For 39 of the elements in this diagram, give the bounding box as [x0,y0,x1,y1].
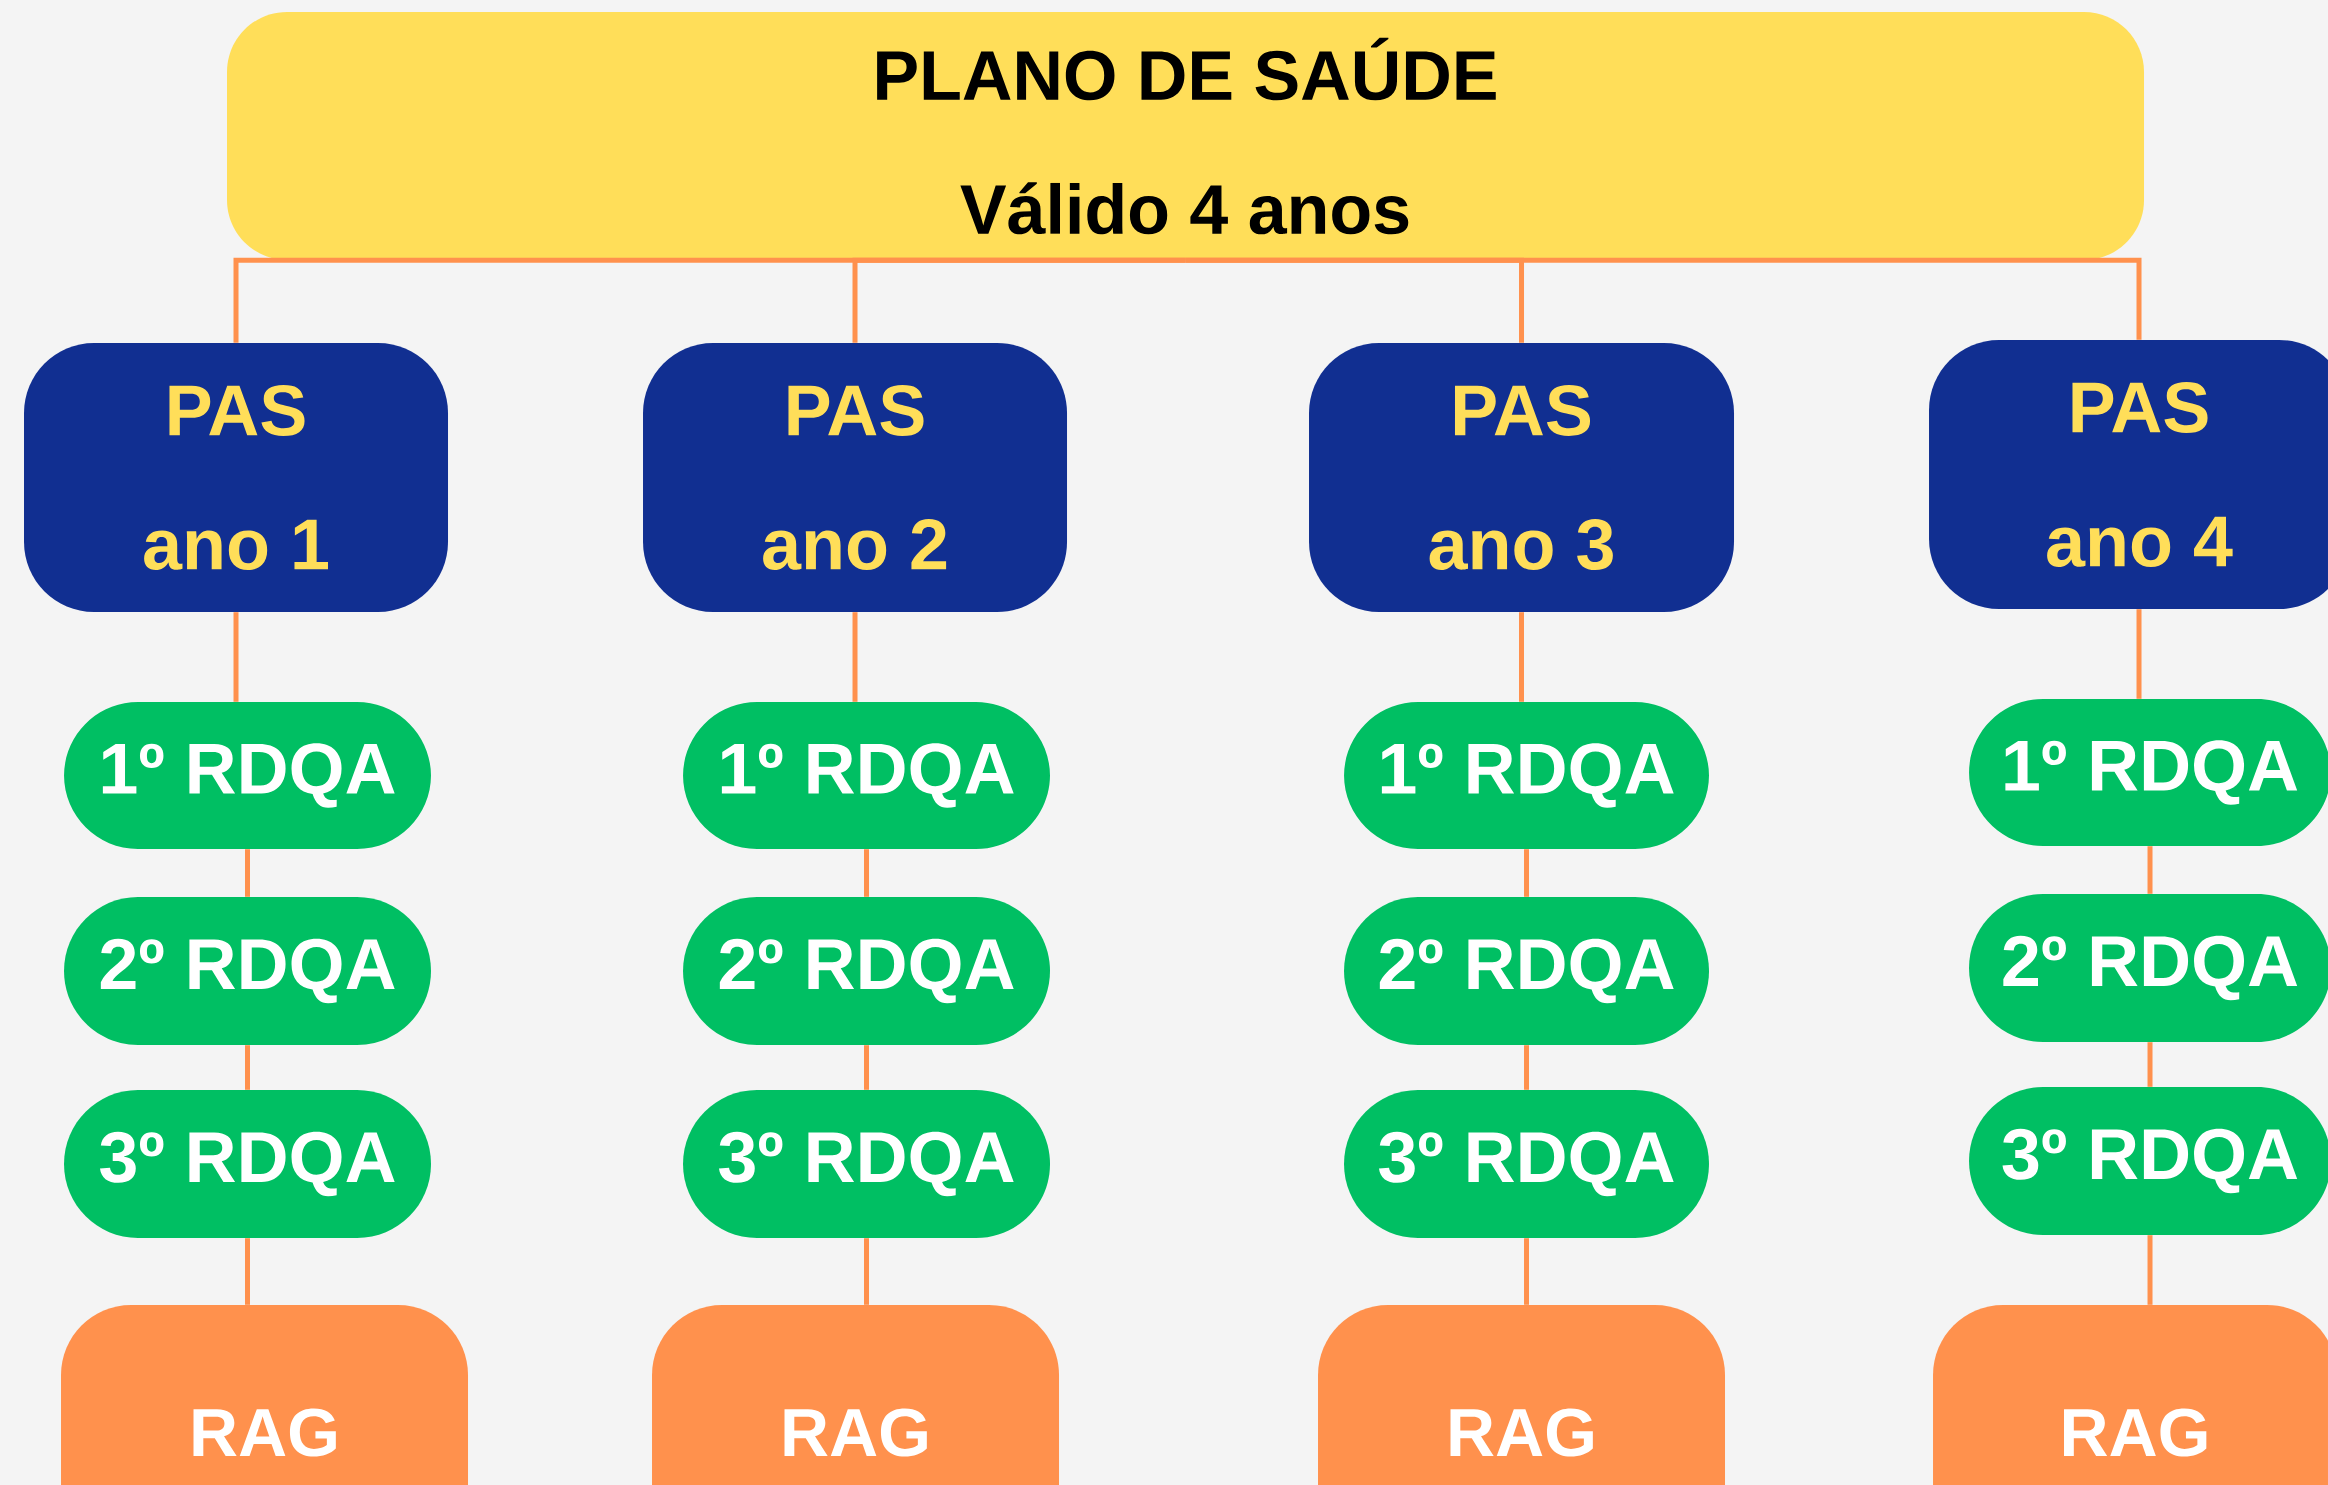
connector-line [1524,1045,1529,1090]
report-box: RAG [652,1305,1059,1485]
report-pill: 2º RDQA [1344,897,1709,1045]
connector-line [852,257,1186,343]
connector-line [864,1045,869,1090]
report-pill: 1º RDQA [64,702,431,849]
connector-line [864,849,869,897]
report-pill: 3º RDQA [683,1090,1050,1238]
report-box: RAG [1318,1305,1725,1485]
connector-line [2147,1235,2153,1305]
connector-line [2147,846,2153,894]
connector-line [2136,609,2142,699]
connector-line [1524,849,1529,897]
connector-line [1524,1238,1529,1305]
report-pill: 2º RDQA [64,897,431,1045]
connector-line [245,1045,250,1090]
report-pill: 1º RDQA [683,702,1050,849]
connector-line [2147,1042,2153,1087]
connector-line [852,612,858,702]
report-pill: 2º RDQA [1969,894,2328,1042]
connector-line [233,612,239,702]
connector-line [245,1238,250,1305]
year-box: PAS ano 3 [1309,343,1734,612]
report-pill: 2º RDQA [683,897,1050,1045]
report-box: RAG [61,1305,468,1485]
report-pill: 3º RDQA [1969,1087,2328,1235]
header-box: PLANO DE SAÚDE Válido 4 anos [227,12,2144,260]
year-box: PAS ano 4 [1929,340,2328,609]
report-pill: 1º RDQA [1344,702,1709,849]
report-pill: 3º RDQA [64,1090,431,1238]
year-box: PAS ano 1 [24,343,448,612]
connector-line [1185,257,2142,340]
report-pill: 3º RDQA [1344,1090,1709,1238]
connector-line [245,849,250,897]
report-box: RAG [1933,1305,2328,1485]
year-box: PAS ano 2 [643,343,1067,612]
connector-line [864,1238,869,1305]
report-pill: 1º RDQA [1969,699,2328,846]
connector-line [1519,612,1524,702]
